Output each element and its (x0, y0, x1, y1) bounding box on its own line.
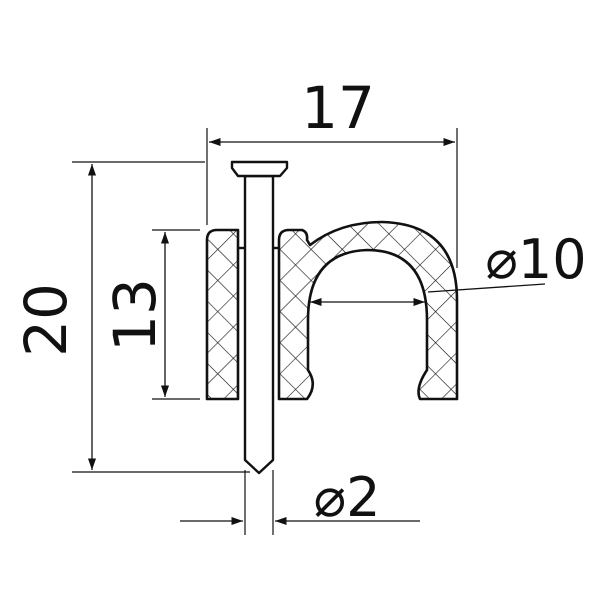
label-diameter-10: ⌀10 (485, 228, 586, 291)
clip-arch (277, 220, 459, 401)
label-20: 20 (12, 283, 80, 357)
label-13: 13 (101, 278, 169, 352)
dimension-lines (87, 137, 546, 526)
nail (230, 160, 289, 475)
clip-left-wall (205, 228, 240, 401)
clip-body (205, 220, 459, 401)
extension-lines (72, 128, 458, 535)
nail-shaft (243, 174, 275, 475)
label-17: 17 (301, 74, 375, 142)
nail-head (230, 160, 289, 178)
label-diameter-2: ⌀2 (314, 466, 381, 529)
